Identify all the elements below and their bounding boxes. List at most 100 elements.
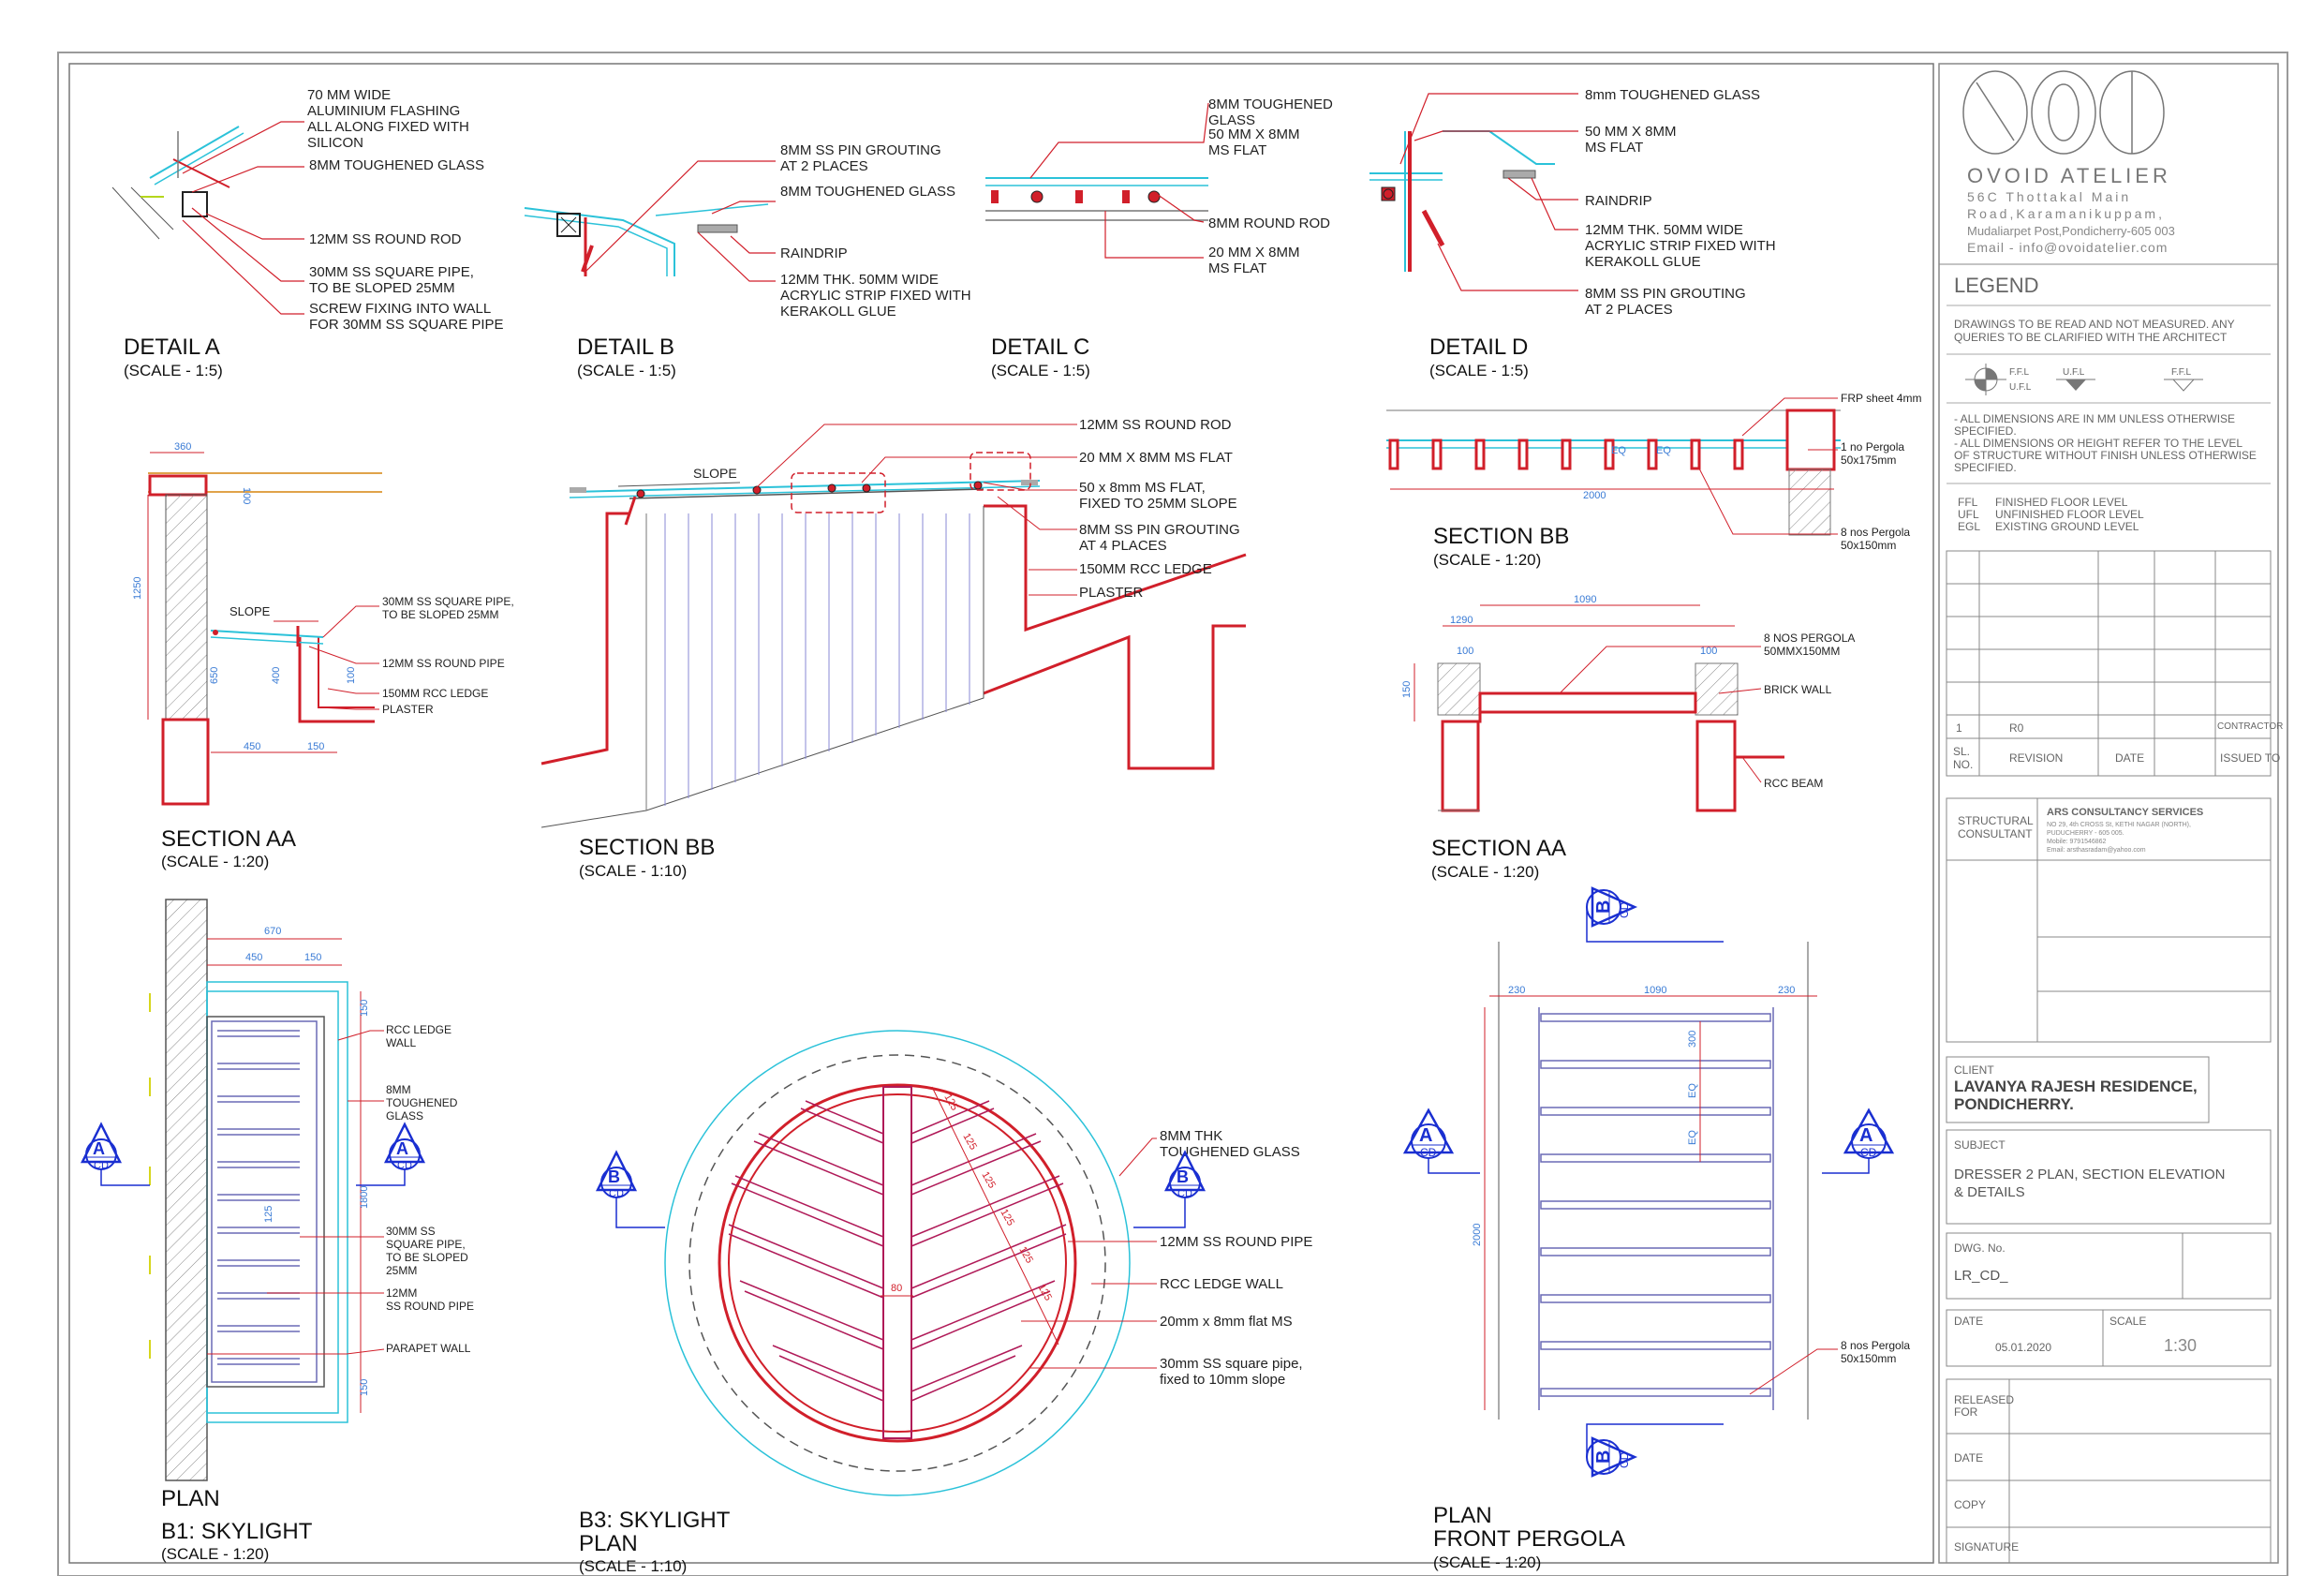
consultant-line-2: PUDUCHERRY - 605 005. [2047, 830, 2124, 837]
outer-border [57, 52, 2288, 1576]
b3-title-2: PLAN [579, 1531, 638, 1556]
detail-b-note-3: 8MM TOUGHENED GLASS [780, 184, 955, 200]
plan-b3-skylight: 80 125 125 125 125 125 125 8MM THK TOUGH… [579, 1030, 1312, 1575]
bb-center-note-8: PLASTER [1079, 585, 1144, 601]
aa-left-dim-1250: 1250 [132, 577, 143, 600]
aa-right-note-1: 8 NOS PERGOLA [1764, 632, 1855, 645]
detail-d-note-7: KERAKOLL GLUE [1585, 254, 1701, 270]
detail-d-title: DETAIL D [1429, 335, 1528, 360]
bb-right-note-3: 50x175mm [1841, 453, 1896, 467]
detail-b-note-7: KERAKOLL GLUE [780, 304, 896, 320]
aa-right-dim-1090: 1090 [1574, 594, 1596, 605]
b1-note-8: TO BE SLOPED [386, 1251, 468, 1264]
dim-note-3: - ALL DIMENSIONS OR HEIGHT REFER TO THE … [1954, 437, 2243, 450]
rev-row-no: 1 [1956, 721, 1962, 735]
b3-note-1: 8MM THK [1160, 1128, 1222, 1144]
section-marker-a-mid: A CD [356, 1122, 426, 1186]
pergola-scale: (SCALE - 1:20) [1433, 1554, 1541, 1571]
abbrev-ffl-text: FINISHED FLOOR LEVEL [1995, 496, 2128, 509]
aa-right-dim-1290: 1290 [1450, 615, 1473, 626]
section-marker-b-right: B CD [1133, 1150, 1206, 1228]
subject-line-1: DRESSER 2 PLAN, SECTION ELEVATION [1954, 1167, 2226, 1182]
bb-right-note-4: 8 nos Pergola [1841, 526, 1910, 539]
address-line-2: Road,Karamanikuppam, [1967, 206, 2165, 221]
level-ffl: F.F.L [2171, 367, 2192, 378]
b3-scale: (SCALE - 1:10) [579, 1557, 687, 1575]
section-marker-a-pergola-left: A CD [1402, 1108, 1480, 1174]
aa-left-note-1: 30MM SS SQUARE PIPE, [382, 595, 514, 608]
section-bb-center-scale: (SCALE - 1:10) [579, 862, 687, 880]
detail-a-note-6: 12MM SS ROUND ROD [309, 231, 462, 247]
marker-a-left-letter: A [93, 1139, 105, 1158]
detail-c-scale: (SCALE - 1:5) [991, 362, 1090, 379]
marker-b-bottom-letter: B [1593, 1450, 1614, 1464]
detail-d-note-4: RAINDRIP [1585, 193, 1652, 209]
b3-note-6: 30mm SS square pipe, [1160, 1356, 1303, 1372]
dim-note-1: - ALL DIMENSIONS ARE IN MM UNLESS OTHERW… [1954, 412, 2235, 425]
detail-d-note-2: 50 MM X 8MM [1585, 124, 1677, 140]
detail-a-note-10: FOR 30MM SS SQUARE PIPE [309, 317, 504, 333]
abbrev-ufl-code: UFL [1958, 508, 1979, 521]
aa-right-note-4: RCC BEAM [1764, 777, 1823, 790]
detail-b-note-1: 8MM SS PIN GROUTING [780, 142, 941, 158]
aa-right-dim-150: 150 [1401, 681, 1413, 698]
marker-b-right-letter: B [1177, 1167, 1189, 1186]
detail-a-note-7: 30MM SS SQUARE PIPE, [309, 264, 474, 280]
b1-note-1: RCC LEDGE [386, 1023, 451, 1036]
consultant-name: ARS CONSULTANCY SERVICES [2047, 807, 2203, 818]
dwg-label: DWG. No. [1954, 1241, 2006, 1255]
detail-b-note-5: 12MM THK. 50MM WIDE [780, 272, 939, 288]
consultant-box [1946, 797, 2272, 1043]
detail-b: 8MM SS PIN GROUTING AT 2 PLACES 8MM TOUG… [524, 142, 971, 379]
b1-note-3: 8MM [386, 1083, 411, 1096]
address-line-4: Email - info@ovoidatelier.com [1967, 240, 2168, 255]
marker-b-left-cd: CD [609, 1188, 624, 1199]
marker-b-top-cd: CD [1618, 901, 1631, 918]
structural-label-1: STRUCTURAL [1958, 814, 2034, 827]
abbrev-egl-code: EGL [1958, 520, 1980, 533]
b1-note-10: 12MM [386, 1286, 417, 1300]
aa-left-dim-150: 150 [307, 741, 324, 752]
abbrev-ufl-text: UNFINISHED FLOOR LEVEL [1995, 508, 2144, 521]
date-label: DATE [1954, 1315, 1983, 1328]
detail-a-note-3: ALL ALONG FIXED WITH [307, 119, 469, 135]
detail-c-note-6: 20 MM X 8MM [1208, 245, 1300, 260]
detail-b-note-6: ACRYLIC STRIP FIXED WITH [780, 288, 971, 304]
aa-left-dim-100b: 100 [346, 667, 357, 684]
section-bb-right-scale: (SCALE - 1:20) [1433, 551, 1541, 569]
bb-right-note-2: 1 no Pergola [1841, 440, 1904, 453]
detail-a-scale: (SCALE - 1:5) [124, 362, 223, 379]
b1-note-7: SQUARE PIPE, [386, 1238, 466, 1251]
b1-note-11: SS ROUND PIPE [386, 1300, 474, 1313]
b1-dim-450: 450 [245, 952, 262, 963]
drawing-frame [68, 63, 1934, 1564]
pergola-dim-300: 300 [1687, 1031, 1698, 1048]
pergola-dim-2000: 2000 [1472, 1224, 1483, 1246]
pergola-dim-1090: 1090 [1644, 985, 1666, 996]
b3-dim-125-4: 125 [998, 1208, 1016, 1228]
rev-head-no: NO. [1953, 758, 1973, 771]
subject-label: SUBJECT [1954, 1138, 2006, 1152]
pergola-title-2: FRONT PERGOLA [1433, 1526, 1625, 1552]
aa-left-dim-400: 400 [271, 667, 282, 684]
consultant-line-1: NO 29, 4th CROSS St, KETHI NAGAR (NORTH)… [2047, 822, 2191, 828]
dim-note-5: SPECIFIED. [1954, 461, 2017, 474]
detail-d-scale: (SCALE - 1:5) [1429, 362, 1529, 379]
copy-label: COPY [1954, 1498, 1986, 1511]
bb-right-dim-2000: 2000 [1583, 490, 1606, 501]
marker-b-left-letter: B [608, 1167, 620, 1186]
released-label-1: RELEASED [1954, 1393, 2014, 1406]
section-marker-a-pergola-right: A CD [1822, 1108, 1895, 1174]
level-ufl: U.F.L [2063, 367, 2085, 378]
section-aa-left: 360 100 1250 450 150 400 100 650 SLOPE 3… [132, 441, 514, 870]
rev-head-sl: SL. [1953, 745, 1970, 758]
address-line-3: Mudaliarpet Post,Pondicherry-605 003 [1967, 224, 2175, 238]
section-marker-a-left: A CD [80, 1122, 150, 1186]
legend-title: LEGEND [1954, 274, 2038, 297]
rev-head-date: DATE [2115, 751, 2144, 765]
marker-a-pergola-right-cd: CD [1860, 1146, 1877, 1159]
bb-center-note-3: 50 x 8mm MS FLAT, [1079, 480, 1206, 496]
b1-title-1: PLAN [161, 1486, 220, 1511]
b1-note-9: 25MM [386, 1264, 417, 1277]
marker-a-pergola-right-letter: A [1859, 1125, 1873, 1146]
